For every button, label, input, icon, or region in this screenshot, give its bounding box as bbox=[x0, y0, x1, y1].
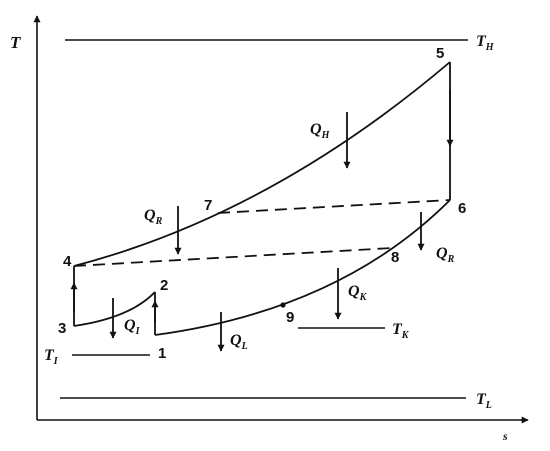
tl-label: TL bbox=[476, 391, 492, 411]
heat-arrows bbox=[109, 112, 425, 352]
qh-label: QH bbox=[310, 121, 331, 141]
qk-label: QK bbox=[348, 283, 368, 303]
qi-label: QI bbox=[124, 317, 141, 337]
curve-4-5 bbox=[73, 61, 451, 267]
x-axis-label: s bbox=[502, 429, 508, 443]
point-label-6: 6 bbox=[458, 200, 466, 217]
point-label-4: 4 bbox=[63, 253, 72, 270]
point-label-1: 1 bbox=[158, 345, 166, 362]
curve-1-6 bbox=[154, 199, 451, 336]
ti-label: TI bbox=[44, 347, 59, 367]
cycle bbox=[73, 61, 451, 336]
point-label-3: 3 bbox=[58, 320, 66, 337]
point-label-7: 7 bbox=[204, 197, 212, 214]
process-arrows bbox=[70, 90, 454, 322]
point-9-marker bbox=[280, 302, 286, 308]
qr-right-label: QR bbox=[436, 245, 455, 265]
point-label-9: 9 bbox=[286, 309, 294, 326]
ql-label: QL bbox=[230, 332, 248, 352]
axes: T s bbox=[10, 15, 529, 443]
y-axis-label: T bbox=[10, 33, 21, 52]
point-label-8: 8 bbox=[391, 249, 399, 266]
point-label-5: 5 bbox=[436, 45, 444, 62]
point-label-2: 2 bbox=[160, 277, 168, 294]
qr-upper-label: QR bbox=[144, 207, 163, 227]
dashed-4-8 bbox=[73, 247, 393, 267]
th-label: TH bbox=[476, 33, 495, 53]
dashed-7-6 bbox=[217, 199, 451, 214]
tk-label: TK bbox=[392, 321, 410, 341]
curve-3-2 bbox=[73, 291, 156, 327]
